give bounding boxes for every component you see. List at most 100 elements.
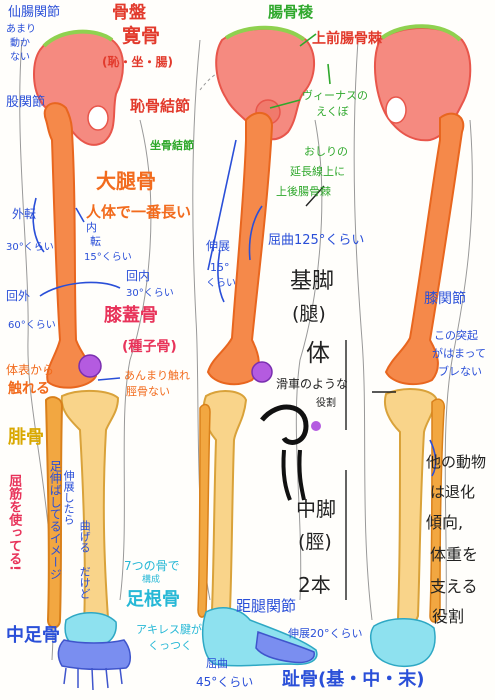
label-hip-bone-name: 寛骨	[122, 25, 161, 47]
label-other-animals-4: 体重を	[430, 545, 479, 564]
note-sacroiliac-2: 動か	[10, 38, 30, 49]
back-view-bones	[369, 24, 472, 668]
label-knee-joint: 膝関節	[424, 291, 466, 307]
iliac-crest-mark-side	[224, 25, 306, 42]
label-upper-leg-thigh: (腿)	[292, 303, 326, 325]
note-sacroiliac-1: あまり	[6, 24, 36, 35]
label-fibula-note-4: だけど	[78, 566, 92, 599]
label-flexion: 屈曲125°くらい	[268, 233, 365, 248]
note-sacroiliac-3: ない	[10, 52, 30, 63]
obturator-hole-front	[87, 105, 109, 131]
label-ankle-extension: 伸展20°くらい	[288, 627, 363, 640]
fibula-front	[44, 396, 64, 629]
label-two-bones: 2本	[298, 573, 331, 597]
label-iliac-crest: 腸骨稜	[268, 3, 314, 21]
patella-sketch	[311, 421, 321, 431]
label-patella-note-2: 脛骨ない	[126, 385, 170, 398]
label-internal-rotation: 回内	[126, 269, 151, 283]
label-pulley-note-2: 役割	[316, 398, 336, 409]
patella-front	[78, 354, 102, 378]
label-patella-touch-1: 体表から	[6, 363, 55, 377]
green-leader-lines	[269, 33, 331, 109]
foot-back	[369, 618, 436, 668]
label-extension-note: くらい	[206, 278, 236, 289]
patella-side	[251, 361, 273, 383]
toes-front	[63, 667, 123, 691]
dark-guides	[305, 185, 396, 600]
front-view-bones	[33, 29, 131, 691]
label-venus-dimples-1: ヴィーナスの	[302, 89, 368, 102]
label-adduction-2: 転	[90, 235, 101, 248]
fibula-side	[197, 403, 211, 618]
label-knee-note-2: がはまって	[432, 347, 487, 360]
iliac-crest-mark-front	[42, 29, 114, 48]
label-knee-note-3: ブレない	[438, 365, 482, 378]
label-patella-note-1: あんまり触れ	[124, 369, 190, 382]
tibia-back	[384, 388, 438, 627]
metatarsals-side	[255, 630, 315, 664]
label-tarsals-count-2: 構成	[142, 575, 161, 585]
label-other-animals-2: は退化	[430, 483, 476, 501]
obturator-hole-back	[385, 96, 407, 124]
label-extension-degree: 15°	[210, 261, 230, 274]
label-abduction-degree: 30°くらい	[6, 242, 54, 253]
label-achilles-2: くっつく	[148, 639, 192, 652]
femur-back	[384, 112, 465, 386]
label-ankle-joint: 距腿関節	[236, 597, 297, 615]
label-femur: 大腿骨	[96, 169, 156, 193]
label-metatarsals: 中足骨	[6, 625, 60, 646]
metatarsals-front	[57, 639, 131, 671]
label-pulley-note: 滑車のような	[276, 377, 349, 391]
label-venus-dimples-2: えくぼ	[316, 105, 349, 118]
label-ankle-flexion-degree: 45°くらい	[196, 675, 254, 689]
label-abduction: 外転	[12, 207, 37, 221]
label-lower-leg: 中脚	[296, 497, 336, 521]
label-fibula-note-2: 伸展したら	[62, 470, 76, 525]
label-patella: 膝蓋骨	[104, 305, 158, 326]
label-fibula-note-3: 曲げる	[78, 520, 92, 553]
label-tarsals-count-1: 7つの骨で	[124, 559, 180, 573]
label-femur-note: 人体で一番長い	[86, 203, 192, 221]
annotation-strokes	[32, 139, 437, 477]
label-external-rotation-degree: 60°くらい	[8, 320, 56, 331]
label-tendon-note: 屈筋を使ってる!	[6, 474, 22, 571]
label-psis-1: おしりの	[304, 145, 348, 158]
label-hip-bone-parts: (恥・坐・腸)	[102, 55, 173, 69]
label-patella-touch-2: 触れる	[8, 381, 50, 397]
side-view-bones	[197, 25, 318, 667]
label-fibula-note-1: 足伸ばしてるイメージ	[48, 460, 63, 580]
label-other-animals-5: 支える	[430, 577, 478, 596]
label-achilles-1: アキレス腱が	[136, 623, 202, 636]
label-psis-3: 上後腸骨棘	[276, 185, 331, 198]
label-lower-leg-shin: (脛)	[298, 531, 332, 553]
label-psis-2: 延長線上に	[290, 165, 345, 178]
knee-pulley-sketch	[260, 404, 309, 501]
label-sacroiliac-joint: 仙腸関節	[8, 5, 61, 20]
label-asis: 上前腸骨棘	[312, 31, 382, 47]
fibula-back	[429, 398, 446, 623]
label-patella-alt: (種子骨)	[122, 339, 177, 355]
label-internal-rotation-degree: 30°くらい	[126, 288, 174, 299]
label-hip-joint: 股関節	[6, 95, 46, 110]
femur-side	[206, 111, 274, 386]
label-extension: 伸展	[206, 239, 231, 253]
label-tarsals: 足根骨	[126, 589, 180, 610]
label-adduction-1: 内	[86, 221, 97, 234]
label-hip-bone: 骨盤	[112, 3, 146, 23]
label-adduction-3: 15°くらい	[84, 252, 132, 263]
label-fibula: 腓骨	[8, 427, 44, 448]
label-pubic-symphysis: 恥骨結節	[130, 97, 191, 115]
label-external-rotation: 回外	[6, 289, 31, 303]
label-other-animals-3: 傾向,	[426, 513, 464, 532]
label-knee-note-1: この突起	[434, 329, 478, 342]
label-other-animals-6: 役割	[432, 607, 465, 626]
label-ankle-flexion: 屈曲	[206, 657, 228, 670]
iliac-crest-mark-back	[380, 24, 462, 42]
label-upper-leg: 基脚	[290, 269, 335, 294]
label-ischial-tuberosity: 坐骨結節	[150, 139, 194, 152]
label-body: 体	[306, 339, 330, 367]
label-other-animals-1: 他の動物	[426, 453, 487, 471]
label-phalanges: 趾骨(基・中・末)	[282, 669, 425, 690]
